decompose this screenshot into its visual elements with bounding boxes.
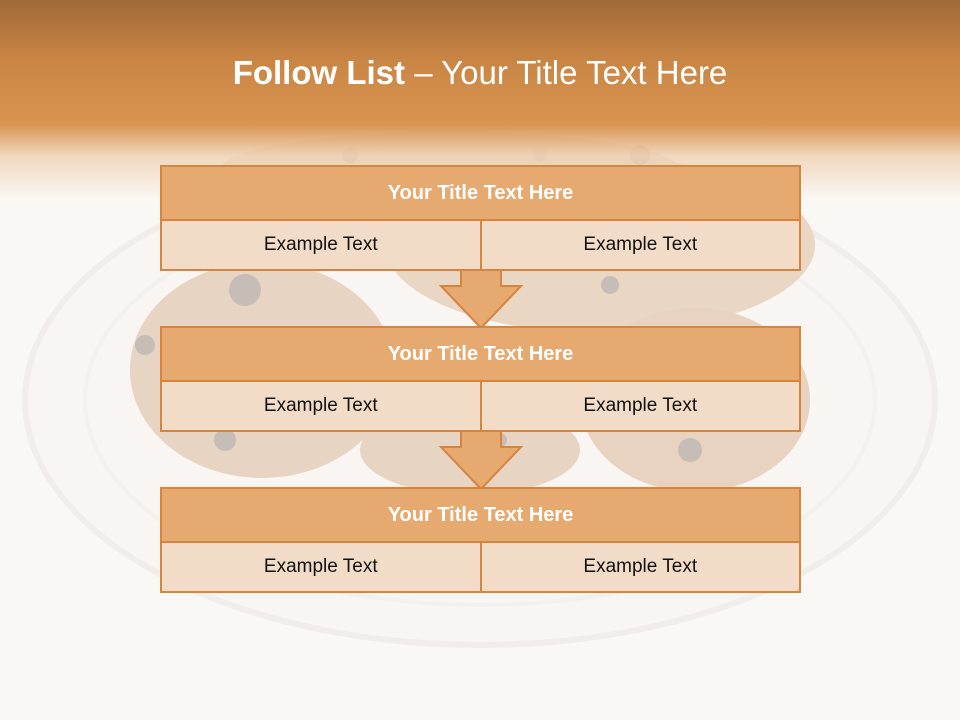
block-cell-left: Example Text (263, 234, 378, 255)
block-row: Example Text Example Text (160, 543, 801, 593)
list-block-1: Your Title Text Here Example Text Exampl… (160, 165, 801, 271)
block-row: Example Text Example Text (160, 221, 801, 271)
title-rest: – Your Title Text Here (414, 54, 728, 91)
list-block-3: Your Title Text Here Example Text Exampl… (160, 487, 801, 593)
block-title: Your Title Text Here (160, 487, 801, 543)
block-cell-right: Example Text (479, 221, 800, 269)
down-arrow-icon (439, 269, 523, 330)
title-bold: Follow List (232, 54, 406, 91)
down-arrow-icon (439, 430, 523, 491)
block-cell-right: Example Text (479, 543, 800, 591)
slide-title: Follow List – Your Title Text Here (0, 54, 960, 92)
block-title: Your Title Text Here (160, 326, 801, 382)
block-cell-left: Example Text (263, 395, 378, 416)
block-row: Example Text Example Text (160, 382, 801, 432)
block-cell-right: Example Text (479, 382, 800, 430)
block-cell-left: Example Text (263, 556, 378, 577)
list-block-2: Your Title Text Here Example Text Exampl… (160, 326, 801, 432)
block-title: Your Title Text Here (160, 165, 801, 221)
